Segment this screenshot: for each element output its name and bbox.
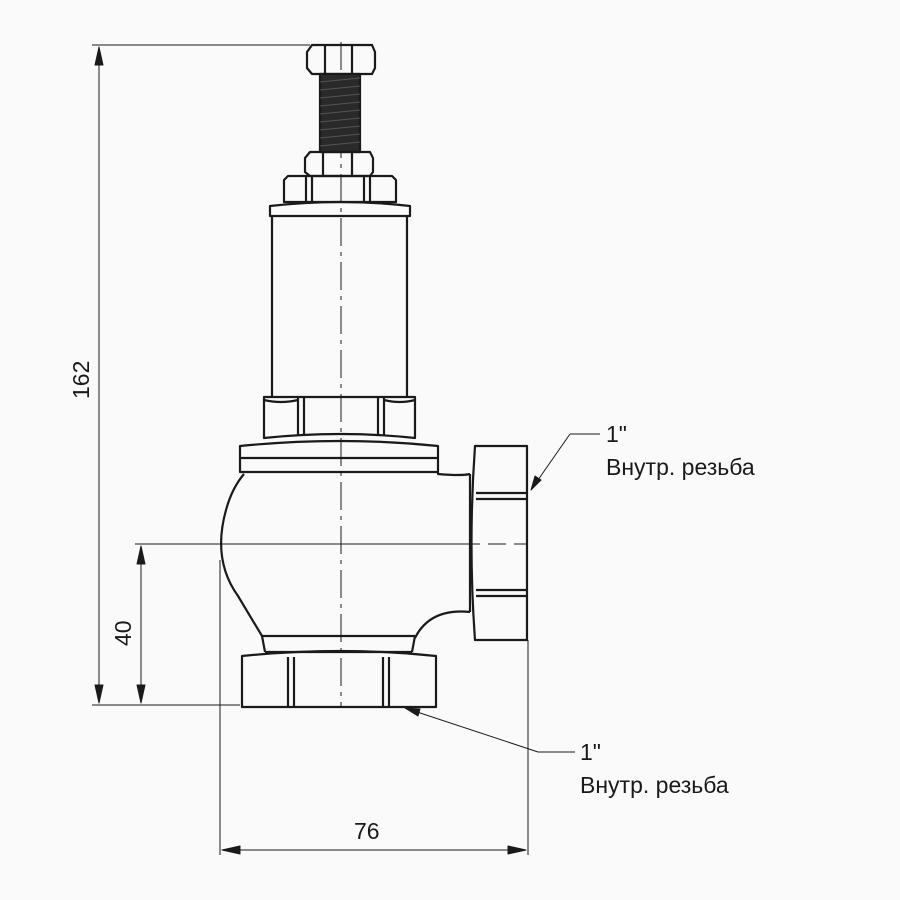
callout-side-label: Внутр. резьба <box>606 454 755 480</box>
top-nut <box>305 43 377 76</box>
side-outlet-hex <box>468 444 529 642</box>
callout-bottom-label: Внутр. резьба <box>580 772 729 798</box>
leader-side-outlet <box>530 433 600 491</box>
body-flange <box>238 439 440 474</box>
callout-side-size: 1" <box>606 421 627 447</box>
spring-housing <box>270 216 409 397</box>
dimension-40-label: 40 <box>110 620 136 646</box>
threaded-screw <box>318 72 362 154</box>
dimension-162-label: 162 <box>68 360 94 399</box>
bonnet-hex <box>262 395 417 440</box>
bottom-inlet-hex <box>240 649 438 709</box>
callout-bottom-size: 1" <box>580 739 601 765</box>
cap-nut <box>282 174 398 204</box>
center-lines <box>340 42 528 706</box>
dimension-162 <box>92 44 310 706</box>
lock-nut <box>303 150 375 178</box>
leader-bottom-inlet <box>404 707 575 753</box>
dimension-76 <box>219 560 529 855</box>
bonnet-flange <box>268 200 412 218</box>
dimension-76-label: 76 <box>354 818 380 844</box>
valve-body <box>220 472 471 654</box>
dimension-40 <box>135 543 470 704</box>
